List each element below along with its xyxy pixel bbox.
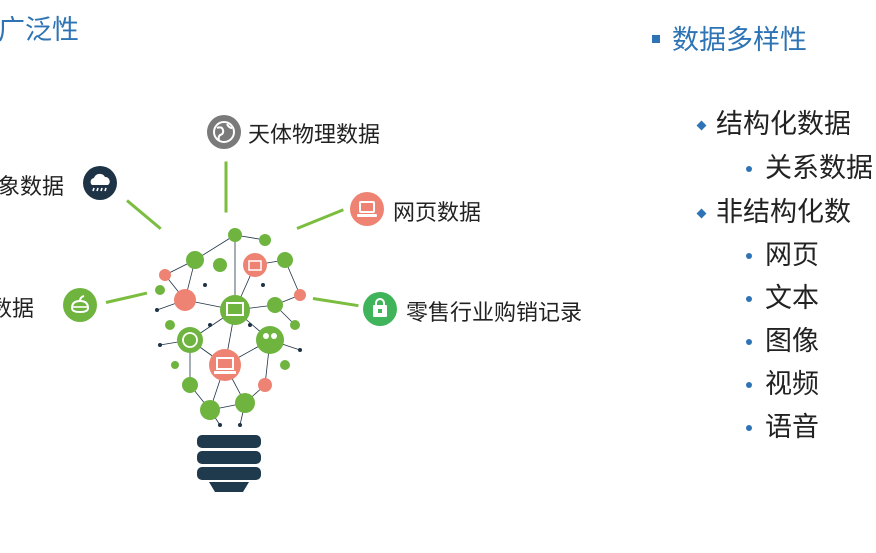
list-item-webpage: 网页	[746, 233, 819, 272]
globe-icon	[207, 115, 241, 149]
dot-bullet-icon	[746, 253, 752, 259]
astronomy-label: 天体物理数据	[248, 123, 381, 148]
dot-bullet-icon	[746, 382, 752, 388]
square-bullet-icon	[652, 34, 660, 43]
list-item-structured: 结构化数据	[696, 102, 851, 141]
laptop-icon	[350, 192, 384, 226]
list-item-video: 视频	[746, 362, 819, 401]
other-label: 数据	[0, 297, 35, 322]
lightbulb-illustration	[155, 228, 306, 492]
dot-bullet-icon	[746, 339, 752, 345]
dot-bullet-icon	[746, 296, 752, 302]
diamond-bullet-icon	[696, 120, 707, 131]
right-title: 数据多样性	[652, 18, 807, 57]
connector-line-retail	[312, 297, 359, 308]
connector-line-other	[105, 291, 148, 304]
list-item-audio: 语音	[746, 405, 819, 444]
list-item-text: 文本	[746, 276, 819, 315]
list-item-image: 图像	[746, 319, 819, 358]
mouse-icon	[63, 288, 97, 322]
dot-bullet-icon	[746, 166, 752, 172]
rain-cloud-icon	[83, 166, 117, 200]
right-title-text: 数据多样性	[672, 25, 807, 56]
connector-line-astronomy	[224, 161, 228, 213]
dot-bullet-icon	[746, 425, 752, 431]
weather-label: 象数据	[0, 175, 65, 200]
shopping-bag-icon	[363, 292, 397, 326]
retail-label: 零售行业购销记录	[406, 301, 583, 326]
list-item-unstructured: 非结构化数	[696, 190, 851, 229]
list-item-relational: 关系数据	[746, 146, 873, 185]
left-title: 广泛性	[0, 15, 79, 46]
diamond-bullet-icon	[696, 208, 707, 219]
web-label: 网页数据	[393, 201, 482, 226]
